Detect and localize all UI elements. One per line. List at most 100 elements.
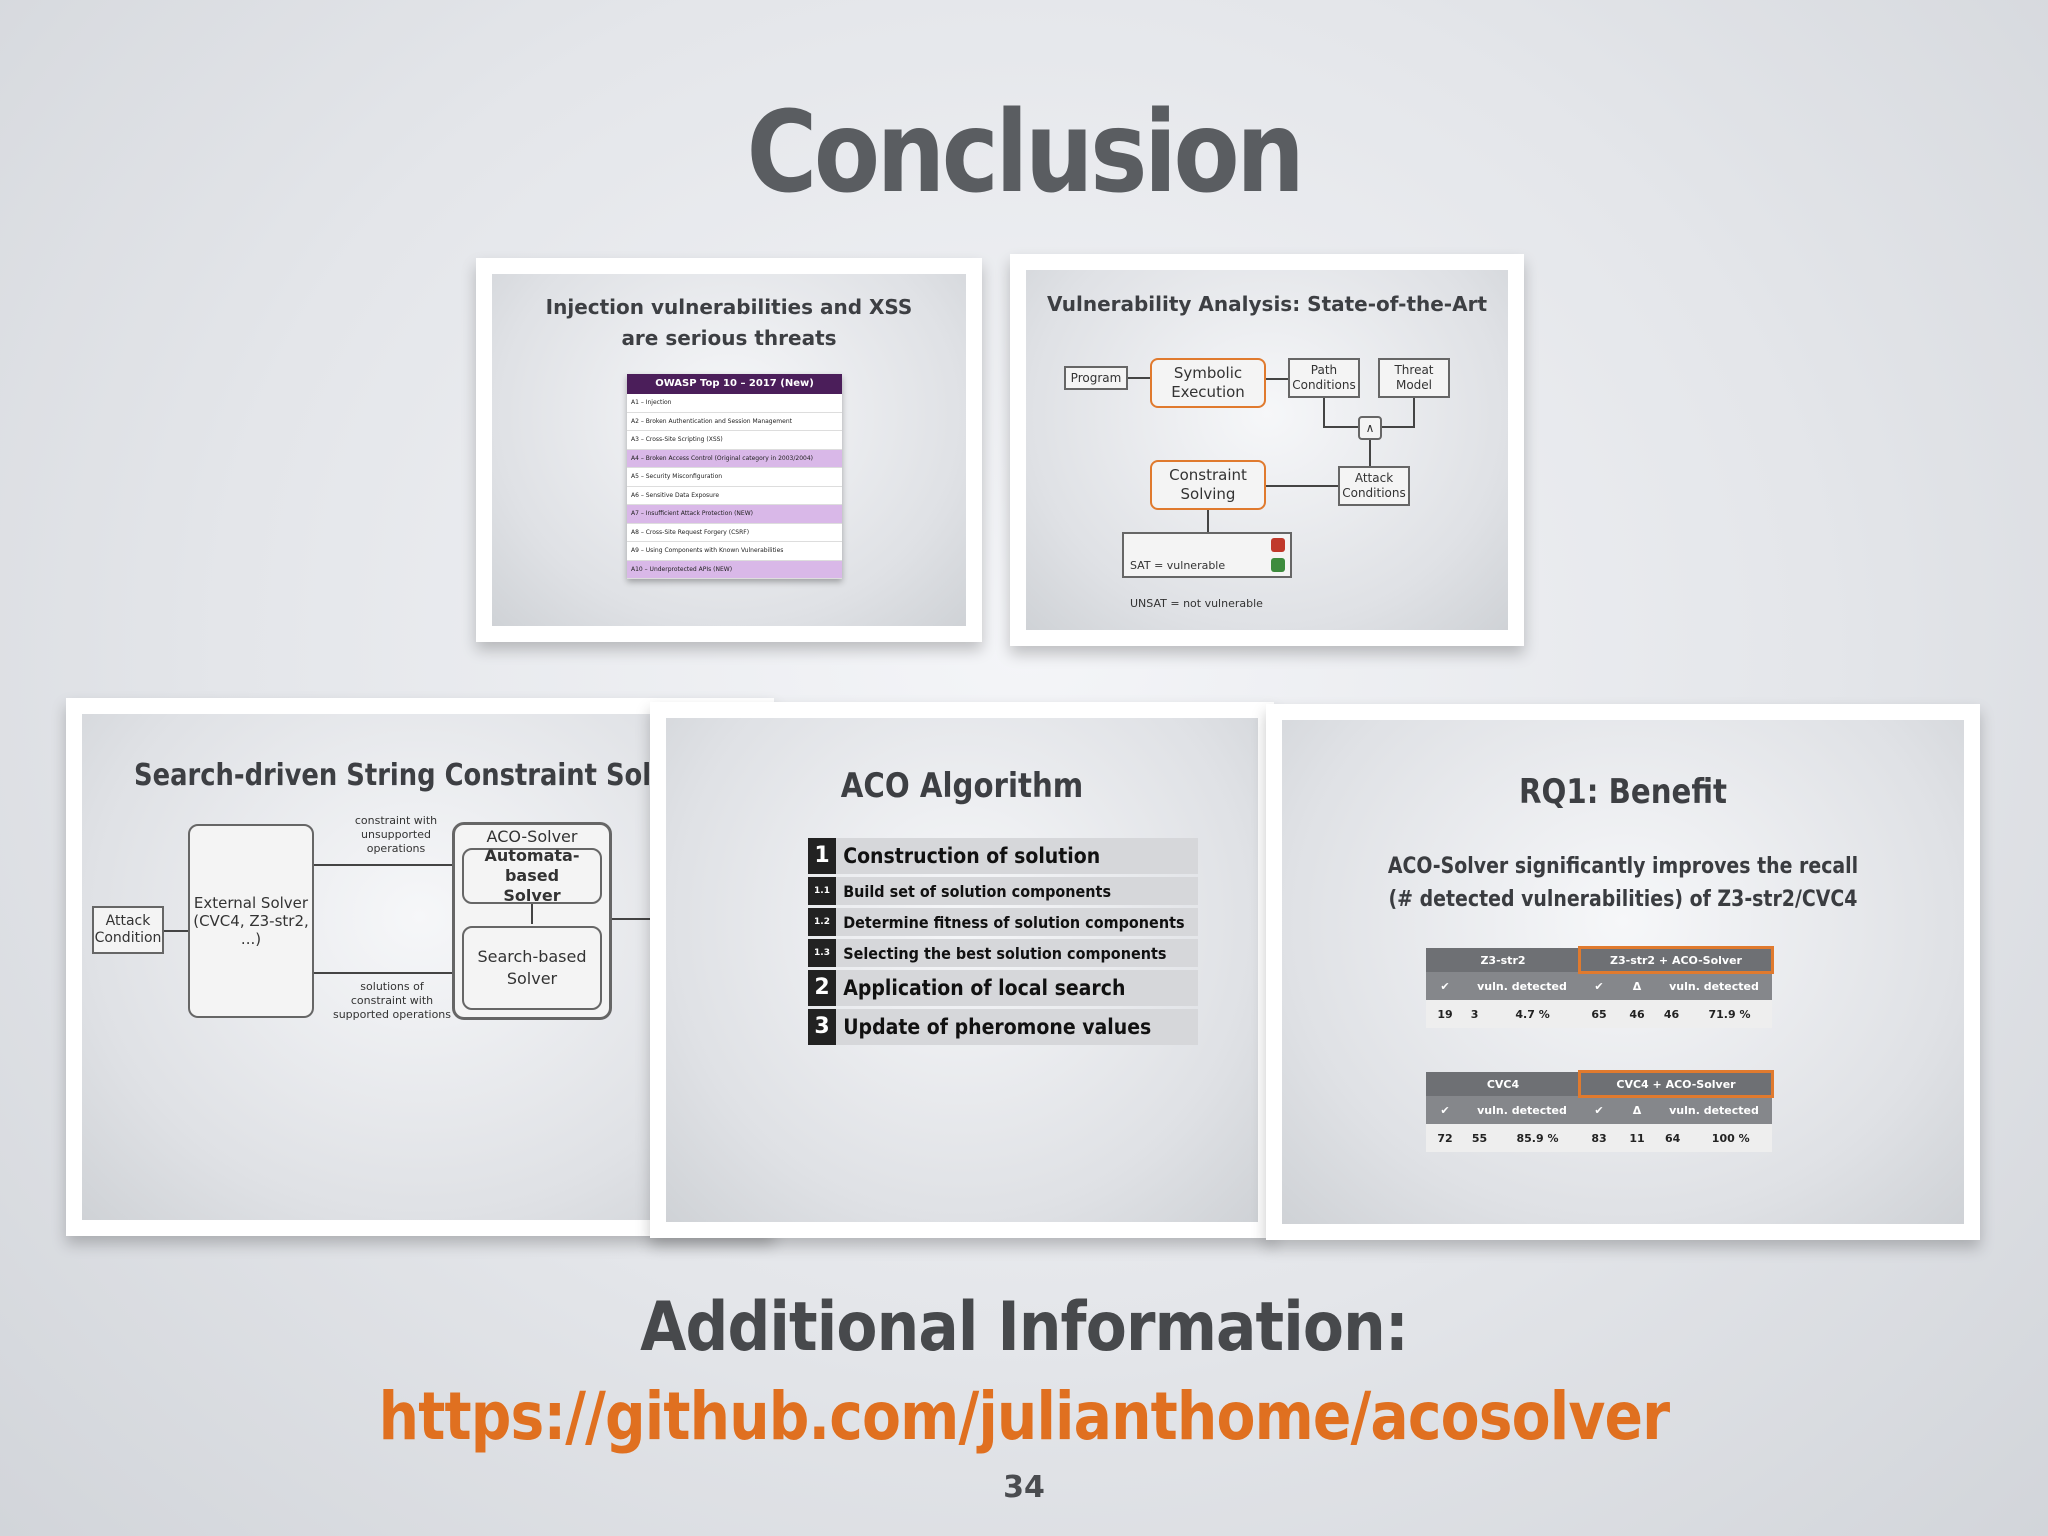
table-header: CVC4 + ACO-Solver — [1577, 1070, 1775, 1098]
rq1-subtitle-line2: (# detected vulnerabilities) of Z3-str2/… — [1388, 887, 1858, 912]
table-subheader: vuln. detected — [1655, 972, 1772, 1000]
table-cell: 46 — [1655, 1000, 1687, 1028]
arrow — [1323, 398, 1325, 426]
aco-step-number: 1.3 — [808, 939, 836, 967]
aco-step-row: 1.3 Selecting the best solution component… — [808, 939, 1198, 967]
injection-title: Injection vulnerabilities and XSS are se… — [492, 292, 966, 354]
arrow — [1266, 485, 1338, 487]
arrow — [314, 972, 452, 974]
aco-title: ACO Algorithm — [840, 766, 1084, 806]
slide-title: Conclusion — [746, 88, 1305, 218]
aco-step-number: 3 — [808, 1009, 836, 1045]
check-icon: ✔ — [1579, 1096, 1618, 1124]
attack-conditions-box: Attack Conditions — [1338, 466, 1410, 506]
arrow — [164, 930, 188, 932]
program-box: Program — [1064, 366, 1128, 390]
owasp-table-row: A4 – Broken Access Control (Original cat… — [627, 449, 842, 468]
arrow — [531, 904, 533, 924]
thumbnail-rq1-benefit-slide: RQ1: Benefit ACO-Solver significantly im… — [1266, 704, 1980, 1240]
aco-step-text: Selecting the best solution components — [843, 943, 1167, 963]
arrow — [612, 918, 652, 920]
owasp-table-row: A3 – Cross-Site Scripting (XSS) — [627, 431, 842, 450]
sat-result-box: SAT = vulnerable UNSAT = not vulnerable — [1122, 532, 1292, 610]
aco-step-number: 1.2 — [808, 908, 836, 936]
table-header: CVC4 — [1426, 1072, 1580, 1096]
check-icon: ✔ — [1579, 972, 1618, 1000]
cvc4-results-table: CVC4 CVC4 + ACO-Solver ✔ vuln. detected … — [1426, 1070, 1775, 1152]
z3-results-table: Z3-str2 Z3-str2 + ACO-Solver ✔ vuln. det… — [1426, 946, 1775, 1028]
table-cell: 100 % — [1689, 1124, 1772, 1152]
delta-icon: Δ — [1617, 972, 1656, 1000]
aco-step-text: Application of local search — [843, 976, 1126, 1000]
search-title: Search-driven String Constraint Solving — [134, 758, 714, 793]
owasp-table-row: A7 – Insufficient Attack Protection (NEW… — [627, 505, 842, 524]
vuln-title: Vulnerability Analysis: State-of-the-Art — [1046, 292, 1488, 316]
table-cell: 4.7 % — [1485, 1000, 1580, 1028]
owasp-table-row: A1 – Injection — [627, 394, 842, 413]
owasp-table-row: A6 – Sensitive Data Exposure — [627, 487, 842, 505]
and-operator-box: ∧ — [1358, 416, 1382, 440]
page-number: 34 — [1003, 1470, 1045, 1505]
bug-icon — [1271, 538, 1285, 552]
table-subheader: vuln. detected — [1464, 972, 1580, 1000]
table-subheader: vuln. detected — [1464, 1096, 1580, 1124]
owasp-table-row: A10 – Underprotected APIs (NEW) — [627, 560, 842, 579]
arrow — [1266, 378, 1288, 380]
threat-model-box: Threat Model — [1378, 358, 1450, 398]
unsupported-operations-label: constraint with unsupported operations — [354, 814, 438, 855]
aco-step-row: 3 Update of pheromone values — [808, 1009, 1198, 1045]
table-cell: 65 — [1579, 1000, 1618, 1028]
table-cell: 55 — [1464, 1124, 1495, 1152]
additional-information-label: Additional Information: — [640, 1288, 1409, 1367]
owasp-table-row: A5 – Security Misconfiguration — [627, 468, 842, 487]
attack-condition-box: Attack Condition — [92, 906, 164, 954]
table-cell: 85.9 % — [1494, 1124, 1580, 1152]
owasp-table-row: A2 – Broken Authentication and Session M… — [627, 413, 842, 431]
aco-step-text: Update of pheromone values — [843, 1015, 1152, 1039]
table-cell: 46 — [1617, 1000, 1656, 1028]
sat-text: SAT = vulnerable — [1130, 559, 1226, 572]
thumbnail-injection-slide: Injection vulnerabilities and XSS are se… — [476, 258, 982, 642]
table-subheader: vuln. detected — [1655, 1096, 1772, 1124]
automata-based-solver-box: Automata-based Solver — [462, 846, 602, 905]
injection-title-line1: Injection vulnerabilities and XSS — [545, 295, 913, 319]
check-icon: ✔ — [1426, 1096, 1464, 1124]
arrow — [314, 864, 452, 866]
arrow — [1323, 426, 1359, 428]
thumbnail-vulnerability-analysis-slide: Vulnerability Analysis: State-of-the-Art… — [1010, 254, 1524, 646]
table-cell: 72 — [1426, 1124, 1464, 1152]
owasp-table-row: A9 – Using Components with Known Vulnera… — [627, 542, 842, 561]
aco-step-number: 2 — [808, 970, 836, 1006]
table-header: Z3-str2 + ACO-Solver — [1577, 946, 1775, 974]
check-icon: ✔ — [1426, 972, 1464, 1000]
table-cell: 64 — [1655, 1124, 1690, 1152]
table-cell: 19 — [1426, 1000, 1464, 1028]
table-cell: 11 — [1617, 1124, 1656, 1152]
symbolic-execution-box: Symbolic Execution — [1150, 358, 1266, 408]
aco-step-text: Construction of solution — [843, 844, 1101, 868]
supported-operations-label: solutions of constraint with supported o… — [332, 980, 452, 1021]
owasp-table-header: OWASP Top 10 – 2017 (New) — [627, 374, 842, 394]
aco-step-text: Build set of solution components — [843, 881, 1112, 901]
arrow — [1413, 398, 1415, 426]
owasp-table: OWASP Top 10 – 2017 (New) A1 – Injection… — [627, 374, 842, 579]
owasp-table-row: A8 – Cross-Site Request Forgery (CSRF) — [627, 524, 842, 542]
aco-step-row: 2 Application of local search — [808, 970, 1198, 1006]
path-conditions-box: Path Conditions — [1288, 358, 1360, 398]
aco-step-number: 1 — [808, 838, 836, 874]
constraint-solving-box: Constraint Solving — [1150, 460, 1266, 510]
search-based-solver-box: Search-based Solver — [462, 926, 602, 1010]
rq1-title: RQ1: Benefit — [1518, 772, 1728, 812]
arrow — [1369, 440, 1371, 466]
external-solver-box: External Solver (CVC4, Z3-str2, ...) — [188, 824, 314, 1018]
arrow — [1379, 426, 1415, 428]
github-link[interactable]: https://github.com/julianthome/acosolver — [378, 1378, 1671, 1455]
rq1-subtitle: ACO-Solver significantly improves the re… — [1330, 850, 1917, 916]
delta-icon: Δ — [1617, 1096, 1656, 1124]
safe-icon — [1271, 558, 1285, 572]
arrow — [1207, 510, 1209, 532]
aco-step-row: 1 Construction of solution — [808, 838, 1198, 874]
